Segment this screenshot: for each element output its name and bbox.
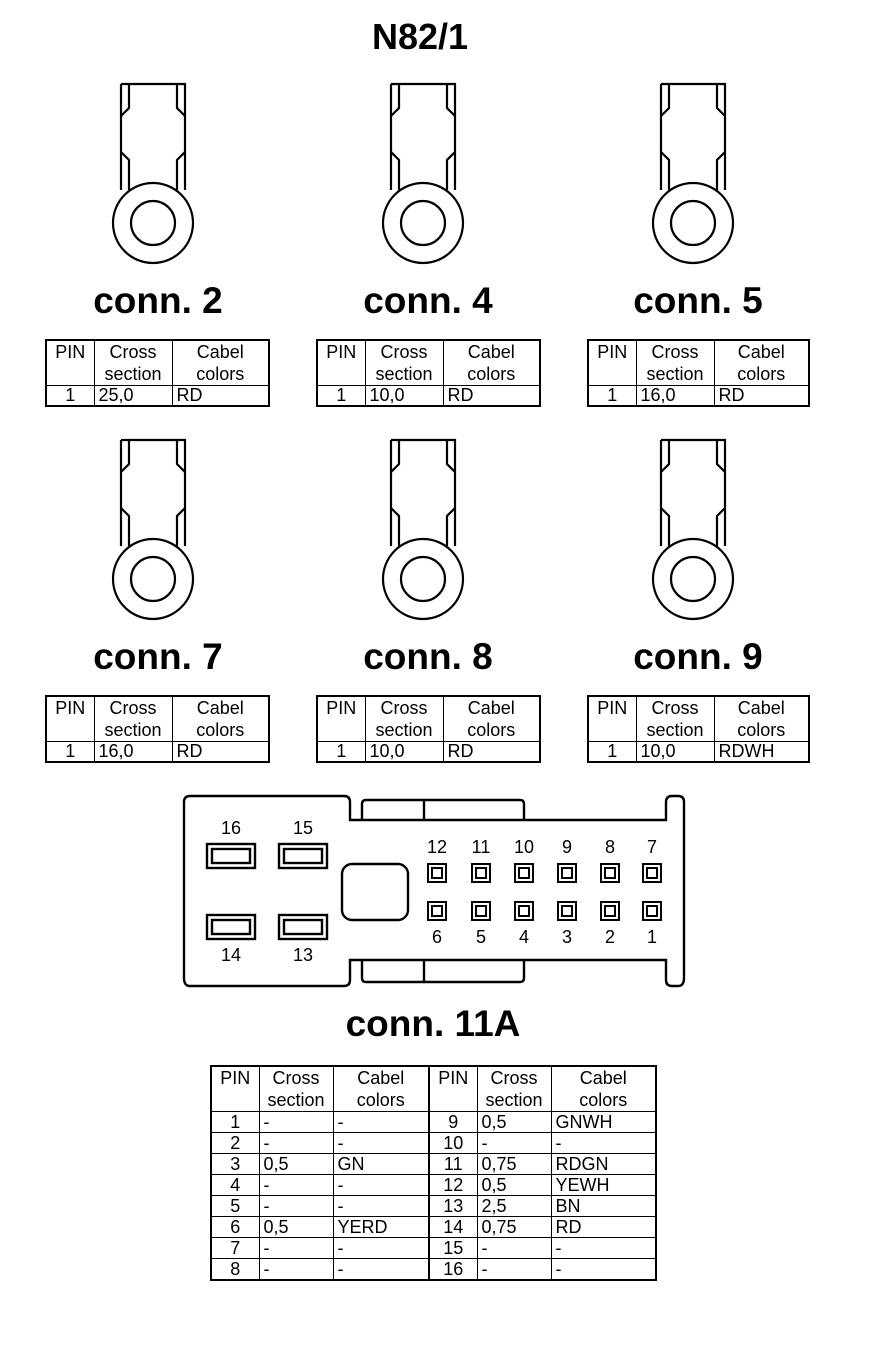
header-cross-section: Cross section bbox=[258, 1065, 334, 1112]
ring-terminal-conn-9 bbox=[651, 438, 735, 621]
pin-label: 16 bbox=[220, 818, 242, 838]
pin-label: 12 bbox=[426, 837, 448, 857]
pin-label: 7 bbox=[646, 837, 657, 857]
header-pin: PIN bbox=[587, 339, 637, 386]
header-pin: PIN bbox=[428, 1065, 478, 1112]
pin-label: 2 bbox=[604, 927, 615, 947]
header-pin: PIN bbox=[45, 695, 95, 742]
header-cross-section: Cross section bbox=[635, 695, 715, 742]
connector-label: conn. 8 bbox=[363, 636, 493, 677]
header-pin: PIN bbox=[587, 695, 637, 742]
pin-table-conn-4: PIN Cross section Cabel colors 1 10,0 RD bbox=[316, 339, 541, 407]
pin-label: 1 bbox=[646, 927, 657, 947]
pin-label: 6 bbox=[431, 927, 442, 947]
pin-label: 9 bbox=[561, 837, 572, 857]
header-cabel-colors: Cabel colors bbox=[171, 339, 270, 386]
header-cabel-colors: Cabel colors bbox=[550, 1065, 657, 1112]
ring-terminal-conn-2 bbox=[111, 82, 195, 265]
connector-11a-housing bbox=[182, 794, 686, 988]
connector-label: conn. 5 bbox=[633, 280, 763, 321]
header-cabel-colors: Cabel colors bbox=[332, 1065, 430, 1112]
header-cabel-colors: Cabel colors bbox=[442, 339, 541, 386]
table-row: 7--15-- bbox=[210, 1237, 657, 1259]
pin-table-conn-9: PIN Cross section Cabel colors 1 10,0 RD… bbox=[587, 695, 810, 763]
pin-label: 10 bbox=[513, 837, 535, 857]
table-row: 1 10,0 RDWH bbox=[587, 741, 810, 763]
table-row: 1 10,0 RD bbox=[316, 385, 541, 407]
ring-terminal-conn-7 bbox=[111, 438, 195, 621]
header-cross-section: Cross section bbox=[635, 339, 715, 386]
header-cross-section: Cross section bbox=[93, 339, 173, 386]
pin-table-conn-2: PIN Cross section Cabel colors 1 25,0 RD bbox=[45, 339, 270, 407]
table-row: 1 10,0 RD bbox=[316, 741, 541, 763]
pin-label: 8 bbox=[604, 837, 615, 857]
header-cabel-colors: Cabel colors bbox=[713, 339, 810, 386]
ring-terminal-conn-8 bbox=[381, 438, 465, 621]
pin-label: 5 bbox=[475, 927, 486, 947]
header-cross-section: Cross section bbox=[476, 1065, 552, 1112]
header-pin: PIN bbox=[316, 339, 366, 386]
table-row: 1 25,0 RD bbox=[45, 385, 270, 407]
pin-label: 3 bbox=[561, 927, 572, 947]
table-row: 1 16,0 RD bbox=[45, 741, 270, 763]
connector-label: conn. 4 bbox=[363, 280, 493, 321]
header-cross-section: Cross section bbox=[364, 695, 444, 742]
pin-table-conn-7: PIN Cross section Cabel colors 1 16,0 RD bbox=[45, 695, 270, 763]
pin-table-conn-5: PIN Cross section Cabel colors 1 16,0 RD bbox=[587, 339, 810, 407]
pin-label: 14 bbox=[220, 945, 242, 965]
diagram-title: N82/1 bbox=[371, 16, 469, 57]
header-cross-section: Cross section bbox=[93, 695, 173, 742]
header-pin: PIN bbox=[45, 339, 95, 386]
pin-label: 15 bbox=[292, 818, 314, 838]
connector-label: conn. 2 bbox=[93, 280, 223, 321]
table-row: 8--16-- bbox=[210, 1258, 657, 1281]
pin-label: 4 bbox=[518, 927, 529, 947]
header-cabel-colors: Cabel colors bbox=[713, 695, 810, 742]
ring-terminal-conn-4 bbox=[381, 82, 465, 265]
header-pin: PIN bbox=[316, 695, 366, 742]
table-row: 2--10-- bbox=[210, 1132, 657, 1154]
connector-label: conn. 9 bbox=[633, 636, 763, 677]
header-cabel-colors: Cabel colors bbox=[171, 695, 270, 742]
header-pin: PIN bbox=[210, 1065, 260, 1112]
connector-label: conn. 11A bbox=[345, 1003, 521, 1044]
pin-label: 13 bbox=[292, 945, 314, 965]
connector-label: conn. 7 bbox=[93, 636, 223, 677]
ring-terminal-conn-5 bbox=[651, 82, 735, 265]
pin-table-conn-11a: PIN Cross section Cabel colors PIN Cross… bbox=[210, 1065, 657, 1281]
pin-label: 11 bbox=[471, 837, 491, 857]
header-cross-section: Cross section bbox=[364, 339, 444, 386]
table-row: 1 16,0 RD bbox=[587, 385, 810, 407]
pin-table-conn-8: PIN Cross section Cabel colors 1 10,0 RD bbox=[316, 695, 541, 763]
header-cabel-colors: Cabel colors bbox=[442, 695, 541, 742]
